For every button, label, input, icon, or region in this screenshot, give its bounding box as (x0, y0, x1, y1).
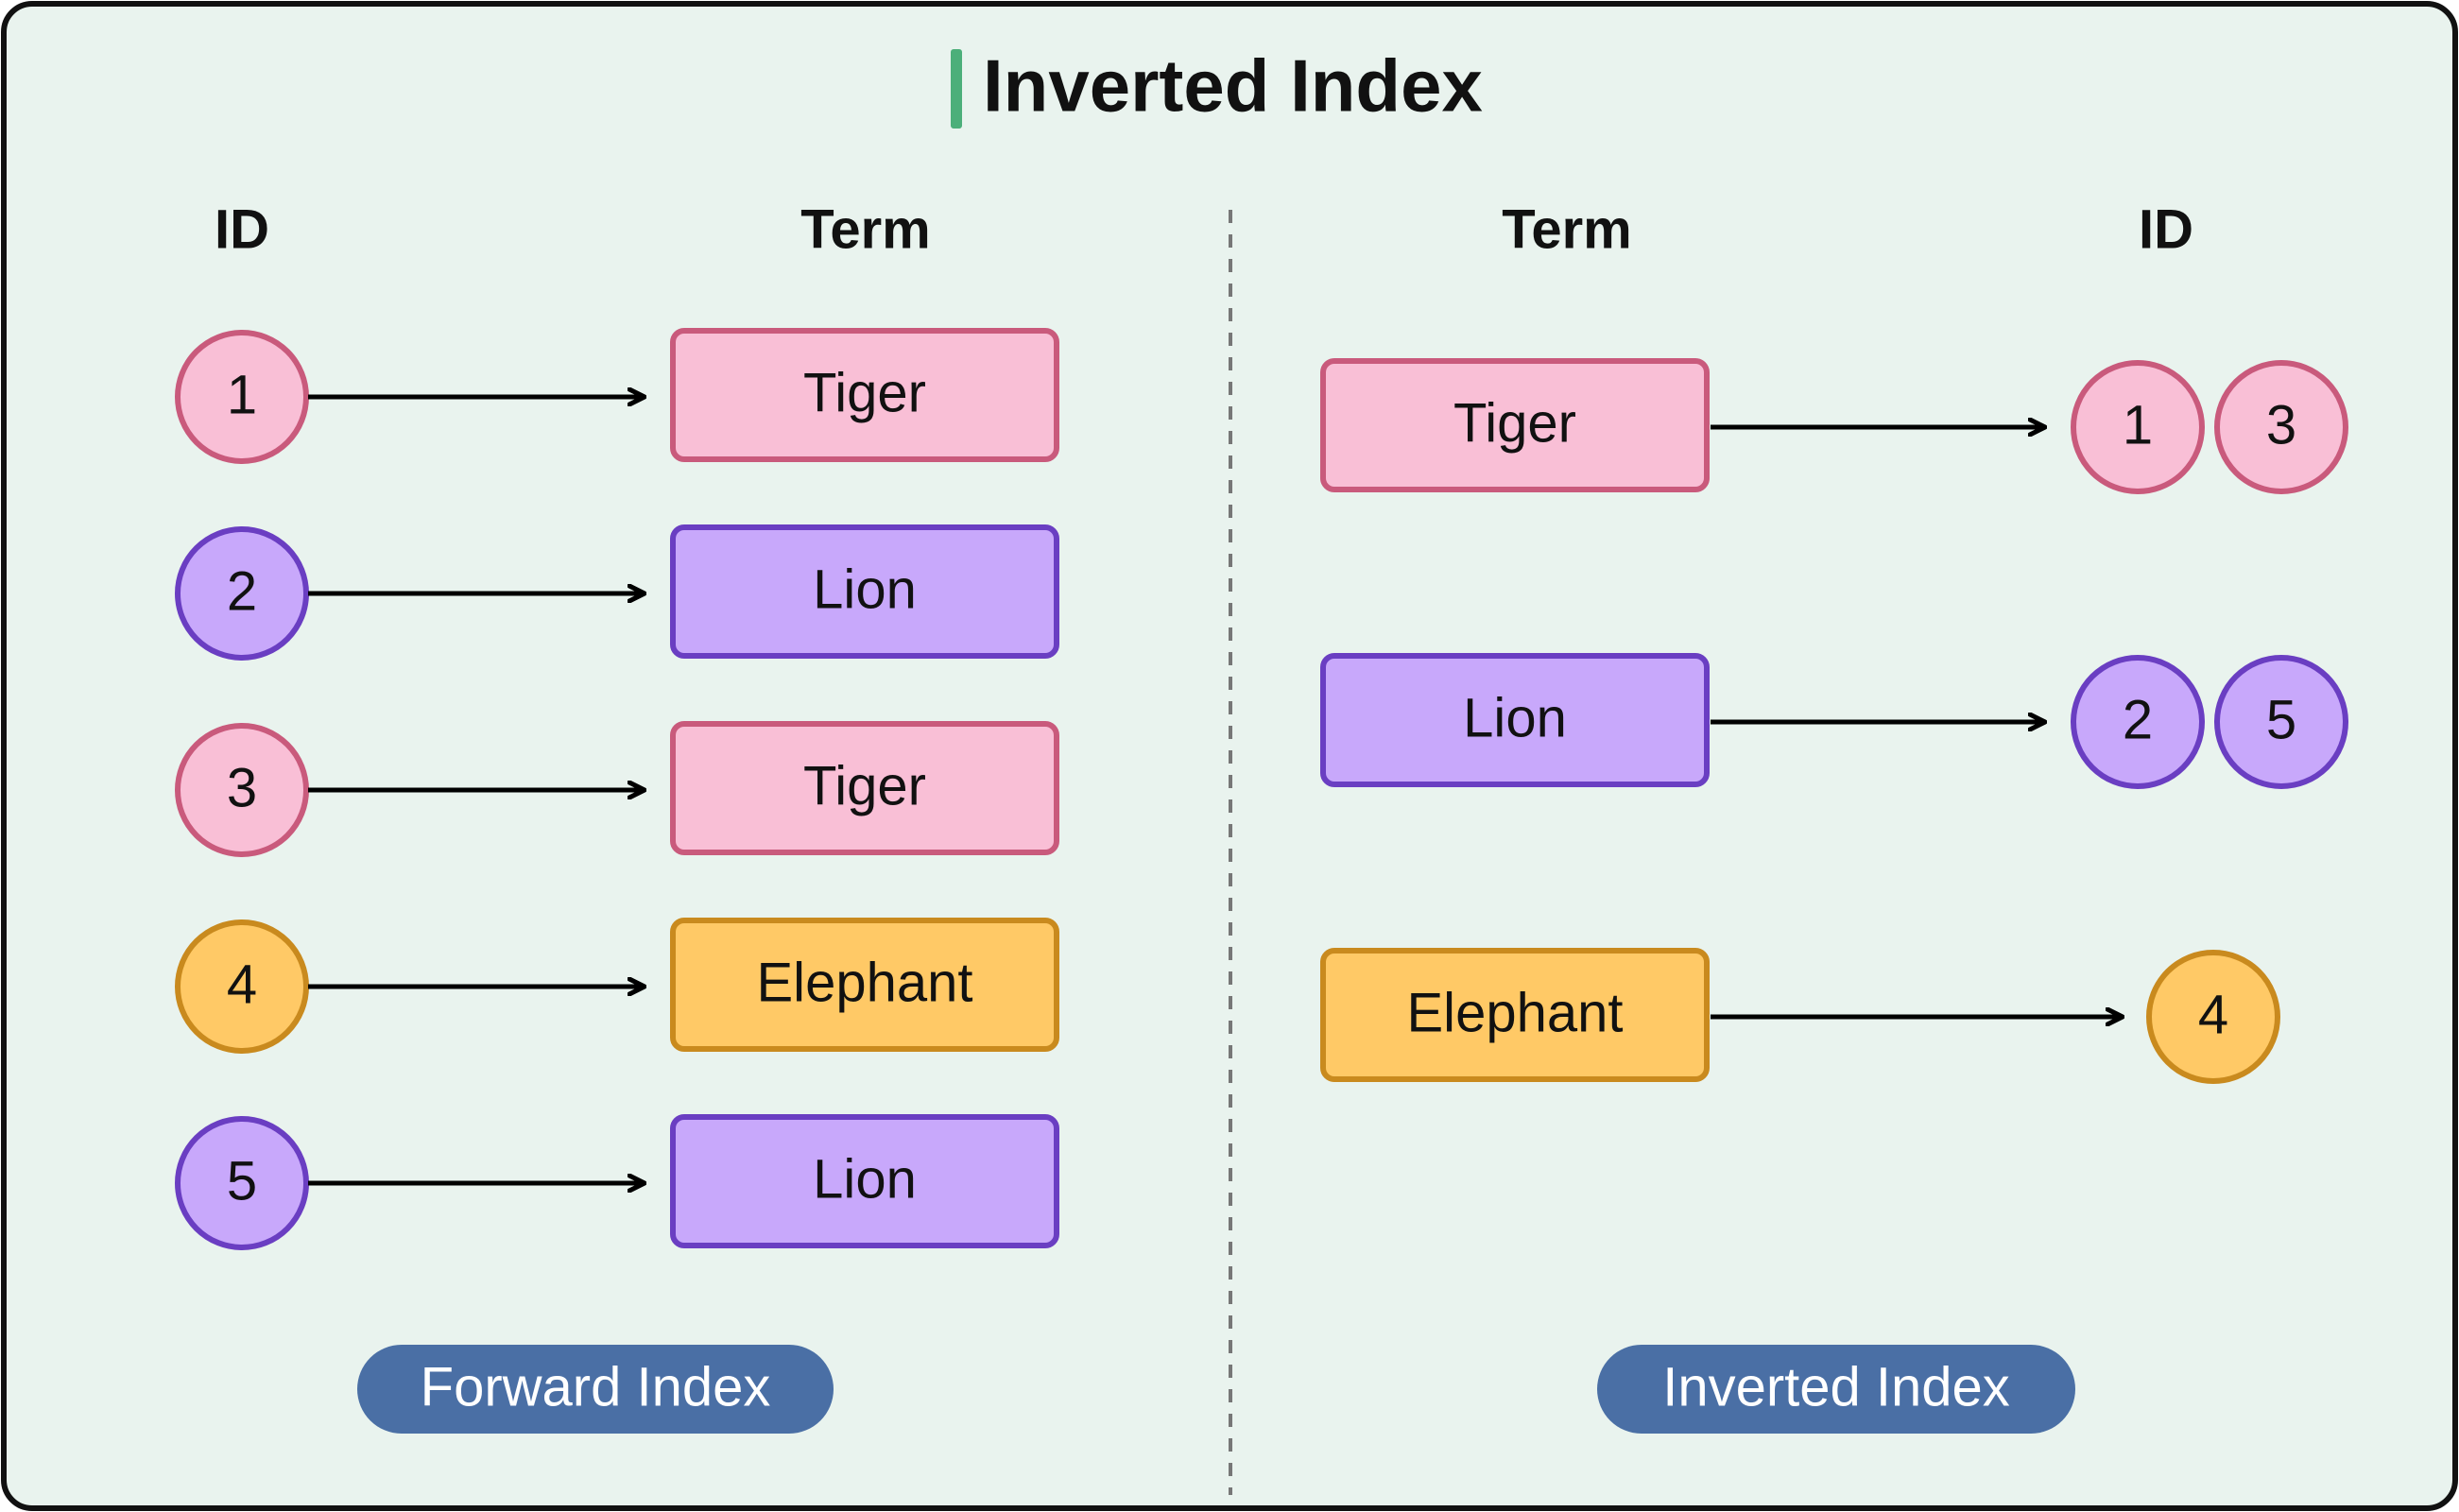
term-label: Lion (813, 558, 917, 620)
id-label: 2 (2123, 689, 2153, 750)
inverted-id-circle-2: 2 (2071, 655, 2205, 789)
forward-term-box-2: Lion (670, 524, 1059, 659)
forward-header-id: ID (215, 198, 269, 260)
term-box-shape (1320, 653, 1710, 787)
term-box-shape (1320, 358, 1710, 492)
inverted-id-circle-5: 5 (2214, 655, 2348, 789)
term-label: Lion (1463, 687, 1567, 748)
id-circle-shape (175, 1116, 309, 1250)
term-box-shape (670, 524, 1059, 659)
id-label: 2 (227, 560, 257, 622)
inverted-id-circle-3: 3 (2214, 360, 2348, 494)
inverted-id-circle-1: 1 (2071, 360, 2205, 494)
term-label: Elephant (1407, 982, 1624, 1043)
inverted-term-box-lion: Lion (1320, 653, 1710, 787)
id-circle-shape (2071, 360, 2205, 494)
forward-term-box-5: Lion (670, 1114, 1059, 1248)
term-box-shape (670, 918, 1059, 1052)
forward-id-circle-2: 2 (175, 526, 309, 661)
id-label: 5 (227, 1150, 257, 1211)
forward-id-circle-1: 1 (175, 330, 309, 464)
id-circle-shape (175, 526, 309, 661)
inverted-index-badge-label: Inverted Index (1662, 1356, 2010, 1418)
id-circle-shape (2214, 655, 2348, 789)
forward-index-badge (357, 1345, 834, 1434)
term-box-shape (670, 1114, 1059, 1248)
id-label: 1 (227, 364, 257, 425)
forward-id-circle-3: 3 (175, 723, 309, 857)
term-label: Tiger (803, 362, 926, 423)
term-label: Tiger (1453, 392, 1576, 454)
id-label: 4 (2198, 984, 2228, 1045)
inverted-index-badge (1597, 1345, 2075, 1434)
id-circle-shape (175, 723, 309, 857)
forward-term-box-4: Elephant (670, 918, 1059, 1052)
inverted-header-id: ID (2139, 198, 2193, 260)
forward-id-circle-5: 5 (175, 1116, 309, 1250)
title-accent-bar (951, 49, 962, 129)
inverted-header-term: Term (1502, 198, 1632, 260)
term-label: Elephant (757, 952, 973, 1013)
term-label: Tiger (803, 755, 926, 816)
id-circle-shape (2214, 360, 2348, 494)
id-circle-shape (175, 330, 309, 464)
id-circle-shape (175, 919, 309, 1054)
forward-term-box-1: Tiger (670, 328, 1059, 462)
id-label: 1 (2123, 394, 2153, 455)
diagram-title: Inverted Index (983, 44, 1483, 128)
forward-index-badge-label: Forward Index (421, 1356, 771, 1418)
term-label: Lion (813, 1148, 917, 1210)
id-circle-shape (2146, 950, 2280, 1084)
term-box-shape (670, 721, 1059, 855)
inverted-term-box-elephant: Elephant (1320, 948, 1710, 1082)
id-label: 4 (227, 954, 257, 1015)
forward-id-circle-4: 4 (175, 919, 309, 1054)
inverted-term-box-tiger: Tiger (1320, 358, 1710, 492)
id-label: 3 (227, 757, 257, 818)
forward-term-box-3: Tiger (670, 721, 1059, 855)
term-box-shape (670, 328, 1059, 462)
inverted-id-circle-4: 4 (2146, 950, 2280, 1084)
term-box-shape (1320, 948, 1710, 1082)
id-label: 5 (2266, 689, 2296, 750)
id-label: 3 (2266, 394, 2296, 455)
id-circle-shape (2071, 655, 2205, 789)
forward-header-term: Term (800, 198, 931, 260)
